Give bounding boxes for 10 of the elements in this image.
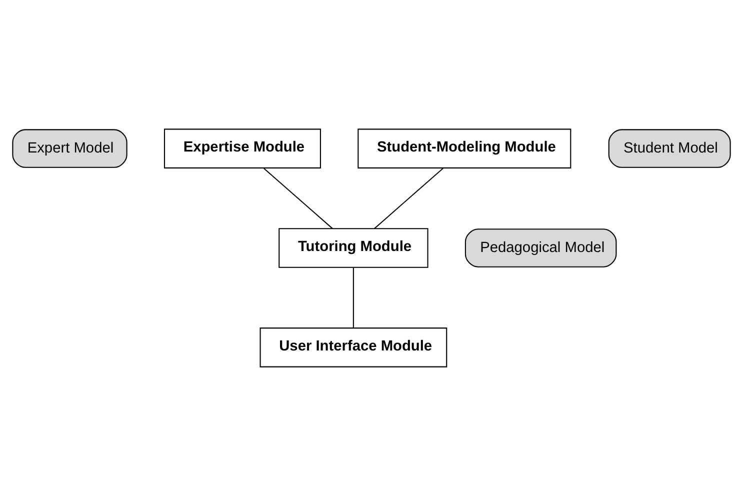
connector (264, 167, 333, 228)
node-box: Expertise Module (164, 128, 321, 168)
node-box: Tutoring Module (278, 228, 428, 268)
connector (374, 167, 444, 228)
node-box: Student-Modeling Module (358, 128, 572, 168)
node-box: User Interface Module (260, 327, 448, 367)
connector (352, 267, 354, 328)
node-box: Student Model (608, 128, 731, 168)
node-box: Pedagogical Model (464, 228, 617, 267)
node-box: Expert Model (12, 128, 128, 168)
